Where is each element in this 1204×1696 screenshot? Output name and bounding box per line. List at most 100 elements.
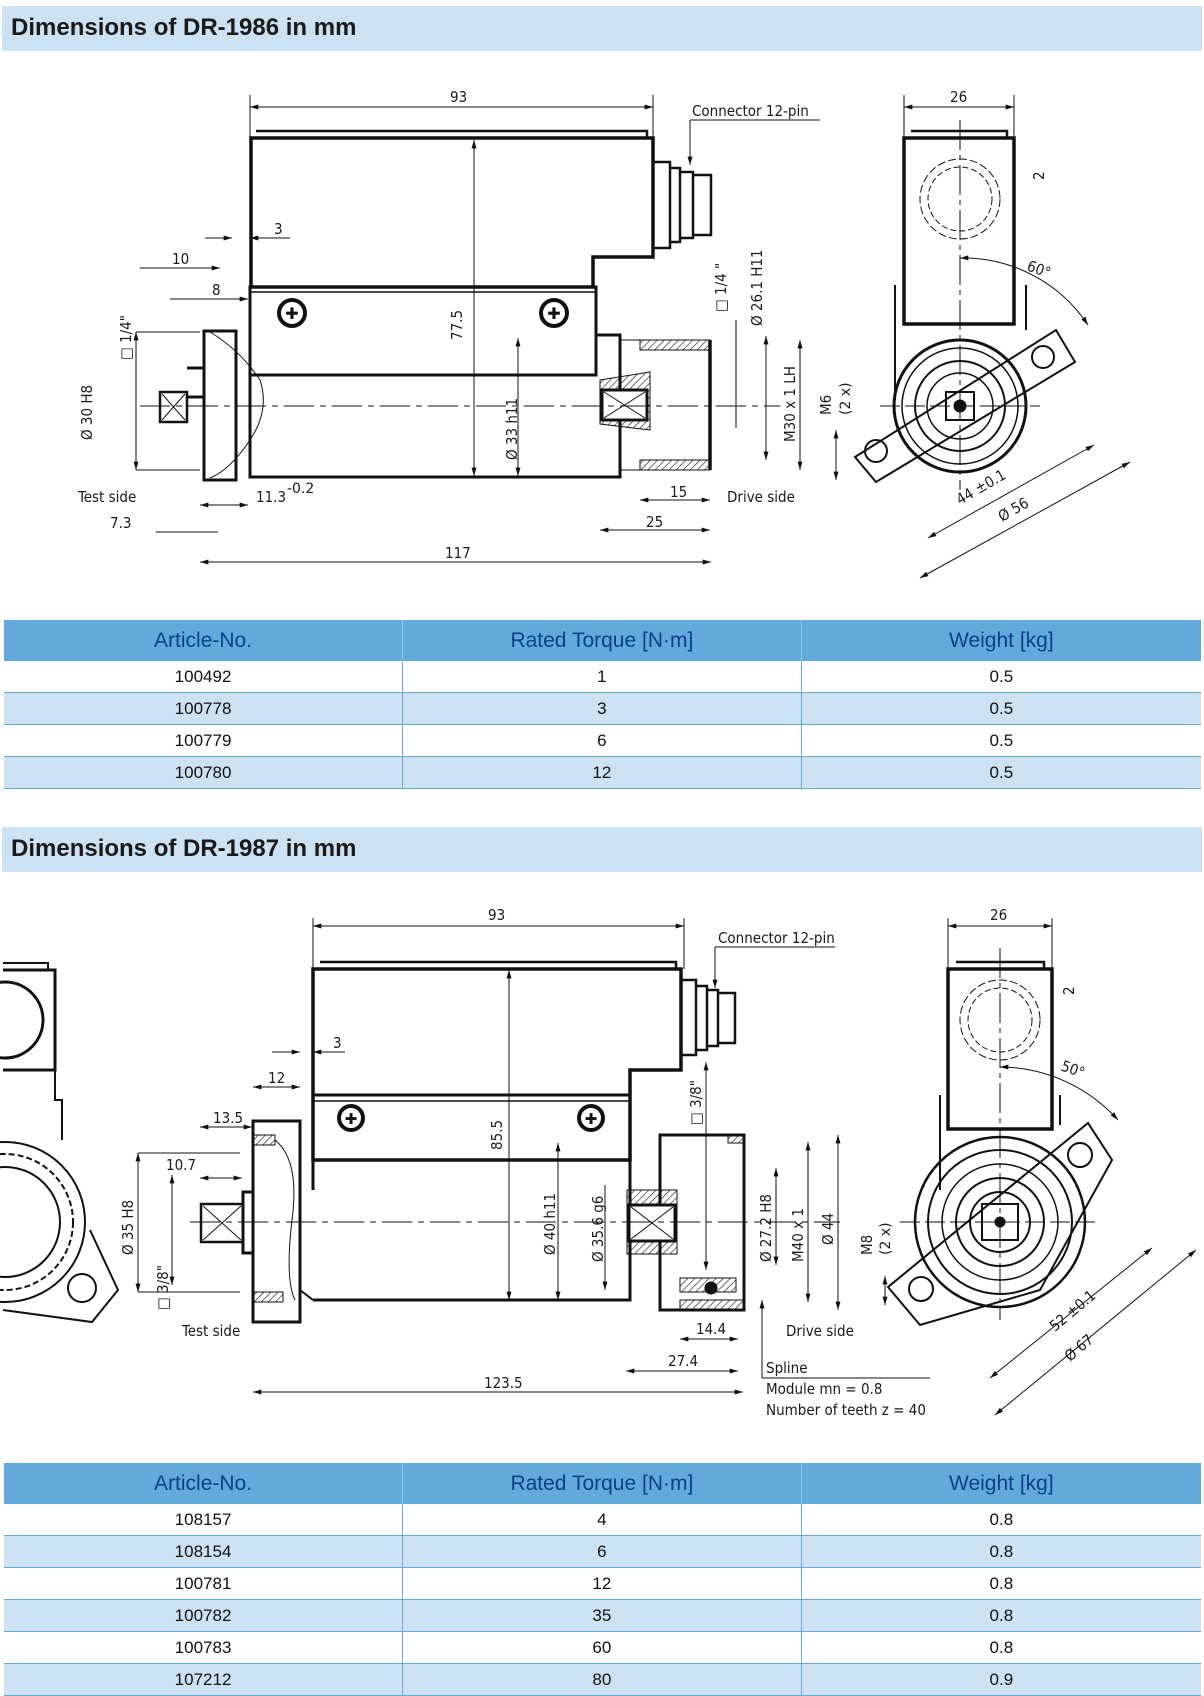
cell-weight: 0.8 — [801, 1504, 1201, 1536]
dim-15: 15 — [670, 483, 687, 501]
dim-10-7: 10.7 — [166, 1156, 196, 1174]
cell-torque: 6 — [402, 1535, 802, 1568]
cell-weight: 0.5 — [801, 724, 1201, 757]
dim-8: 8 — [212, 281, 221, 299]
cell-weight: 0.8 — [801, 1567, 1201, 1600]
label-mount-count: (2 x) — [838, 382, 854, 415]
table-header-row: Article-No. Rated Torque [N·m] Weight [k… — [4, 1463, 1201, 1504]
dim-square-out: □ 3/8" — [687, 1080, 705, 1125]
dim-overall-length: 123.5 — [484, 1374, 523, 1392]
label-spline-teeth: Number of teeth z = 40 — [766, 1401, 926, 1419]
table-row: 100779 6 0.5 — [4, 724, 1201, 757]
dim-outer-dia: Ø 44 — [819, 1213, 837, 1245]
col-header-weight: Weight [kg] — [801, 1463, 1201, 1504]
cell-torque: 80 — [402, 1663, 802, 1696]
label-spline-title: Spline — [766, 1359, 808, 1377]
cell-article: 108154 — [4, 1535, 404, 1568]
spec-table-dr1986: Article-No. Rated Torque [N·m] Weight [k… — [4, 620, 1201, 789]
dim-7-3: 7.3 — [110, 514, 131, 532]
label-mount-thread: M6 — [817, 395, 835, 415]
dim-housing-height: 85.5 — [488, 1120, 506, 1150]
dim-housing-height: 77.5 — [448, 310, 466, 340]
label-mount-thread: M8 — [858, 1235, 876, 1255]
section-header-dr1986: Dimensions of DR-1986 in mm — [2, 6, 1202, 51]
table-header-row: Article-No. Rated Torque [N·m] Weight [k… — [4, 620, 1201, 661]
col-header-torque: Rated Torque [N·m] — [402, 620, 802, 661]
spec-table-dr1987: Article-No. Rated Torque [N·m] Weight [k… — [4, 1463, 1201, 1696]
dim-bore-drive: Ø 26.1 H11 — [748, 249, 766, 326]
dim-flange-step: 3 — [333, 1034, 342, 1052]
cell-article: 100780 — [4, 756, 404, 789]
table-row: 100783 60 0.8 — [4, 1631, 1201, 1664]
section-title: Dimensions of DR-1987 in mm — [11, 835, 357, 862]
dim-bore-test: Ø 35 H8 — [119, 1200, 137, 1255]
cell-article: 100778 — [4, 692, 404, 725]
table-row: 100782 35 0.8 — [4, 1599, 1201, 1632]
cell-torque: 12 — [402, 1567, 802, 1600]
label-drive-side: Drive side — [786, 1322, 854, 1340]
dim-25: 25 — [646, 513, 663, 531]
table-row: 100781 12 0.8 — [4, 1567, 1201, 1600]
dim-top-offset: 2 — [1030, 171, 1048, 180]
label-connector: Connector 12-pin — [692, 102, 809, 120]
table-row: 108157 4 0.8 — [4, 1504, 1201, 1536]
cell-article: 100779 — [4, 724, 404, 757]
label-mount-count: (2 x) — [878, 1222, 894, 1255]
dim-bore-drive: Ø 27.2 H8 — [757, 1194, 775, 1262]
label-test-side: Test side — [77, 488, 136, 506]
svg-text:✚: ✚ — [585, 1111, 598, 1128]
label-test-side: Test side — [181, 1322, 240, 1340]
dim-hole-spacing: 52 ±0.1 — [1046, 1286, 1099, 1335]
table-row: 108154 6 0.8 — [4, 1535, 1201, 1568]
drawing-labels: Connector 12-pin Test side Drive side 50… — [181, 929, 1087, 1419]
cell-article: 107212 — [4, 1663, 404, 1696]
cell-torque: 12 — [402, 756, 802, 789]
dim-flange-step: 3 — [274, 220, 283, 238]
cell-weight: 0.8 — [801, 1599, 1201, 1632]
cell-weight: 0.5 — [801, 756, 1201, 789]
svg-text:✚: ✚ — [285, 306, 298, 323]
dimension-texts: 93 123.5 85.5 3 12 13.5 10.7 Ø 35 H8 □ 3… — [119, 906, 1099, 1392]
dim-flange-dia: Ø 56 — [995, 494, 1032, 526]
side-view: ✚ ✚ — [190, 960, 840, 1324]
table-row: 100778 3 0.5 — [4, 692, 1201, 725]
cell-article: 100492 — [4, 661, 404, 693]
dim-11-3-tolerance: -0.2 — [287, 481, 314, 497]
drawing-labels: Connector 12-pin Test side Drive side 60… — [77, 102, 1053, 506]
dim-square-out: □ 1/4 " — [712, 263, 730, 312]
cell-article: 108157 — [4, 1504, 404, 1536]
dim-top-offset: 2 — [1060, 986, 1078, 995]
cell-torque: 6 — [402, 724, 802, 757]
dim-12: 12 — [268, 1069, 285, 1087]
dim-thread-drive: M40 x 1 — [789, 1208, 807, 1262]
dim-11-3: 11.3 — [256, 488, 286, 506]
col-header-article: Article-No. — [4, 1463, 404, 1504]
dim-square-in: □ 3/8" — [154, 1265, 172, 1310]
table-row: 100492 1 0.5 — [4, 661, 1201, 693]
cell-torque: 3 — [402, 692, 802, 725]
label-angle: 60° — [1025, 257, 1054, 282]
dim-10: 10 — [172, 250, 189, 268]
cell-article: 100782 — [4, 1599, 404, 1632]
front-view — [833, 95, 1131, 579]
section-title: Dimensions of DR-1986 in mm — [11, 14, 357, 41]
dim-overall-length: 117 — [445, 544, 471, 562]
dimension-lines — [133, 95, 820, 565]
dim-13-5: 13.5 — [213, 1109, 243, 1127]
dim-inner-dia: Ø 35.6 g6 — [589, 1196, 607, 1262]
section-header-dr1987: Dimensions of DR-1987 in mm — [2, 827, 1202, 872]
dim-housing-length: 93 — [488, 906, 505, 924]
table-row: 100780 12 0.5 — [4, 756, 1201, 789]
col-header-article: Article-No. — [4, 620, 404, 661]
svg-text:✚: ✚ — [547, 306, 560, 323]
partial-gear-view — [0, 962, 120, 1324]
col-header-weight: Weight [kg] — [801, 620, 1201, 661]
cell-torque: 4 — [402, 1504, 802, 1536]
technical-drawing-dr1987: ✚ ✚ — [0, 880, 1204, 1440]
cell-article: 100783 — [4, 1631, 404, 1664]
dimension-lines — [135, 918, 930, 1395]
cell-torque: 35 — [402, 1599, 802, 1632]
col-header-torque: Rated Torque [N·m] — [402, 1463, 802, 1504]
cell-torque: 1 — [402, 661, 802, 693]
technical-drawing-dr1986: ✚ ✚ — [0, 60, 1204, 580]
